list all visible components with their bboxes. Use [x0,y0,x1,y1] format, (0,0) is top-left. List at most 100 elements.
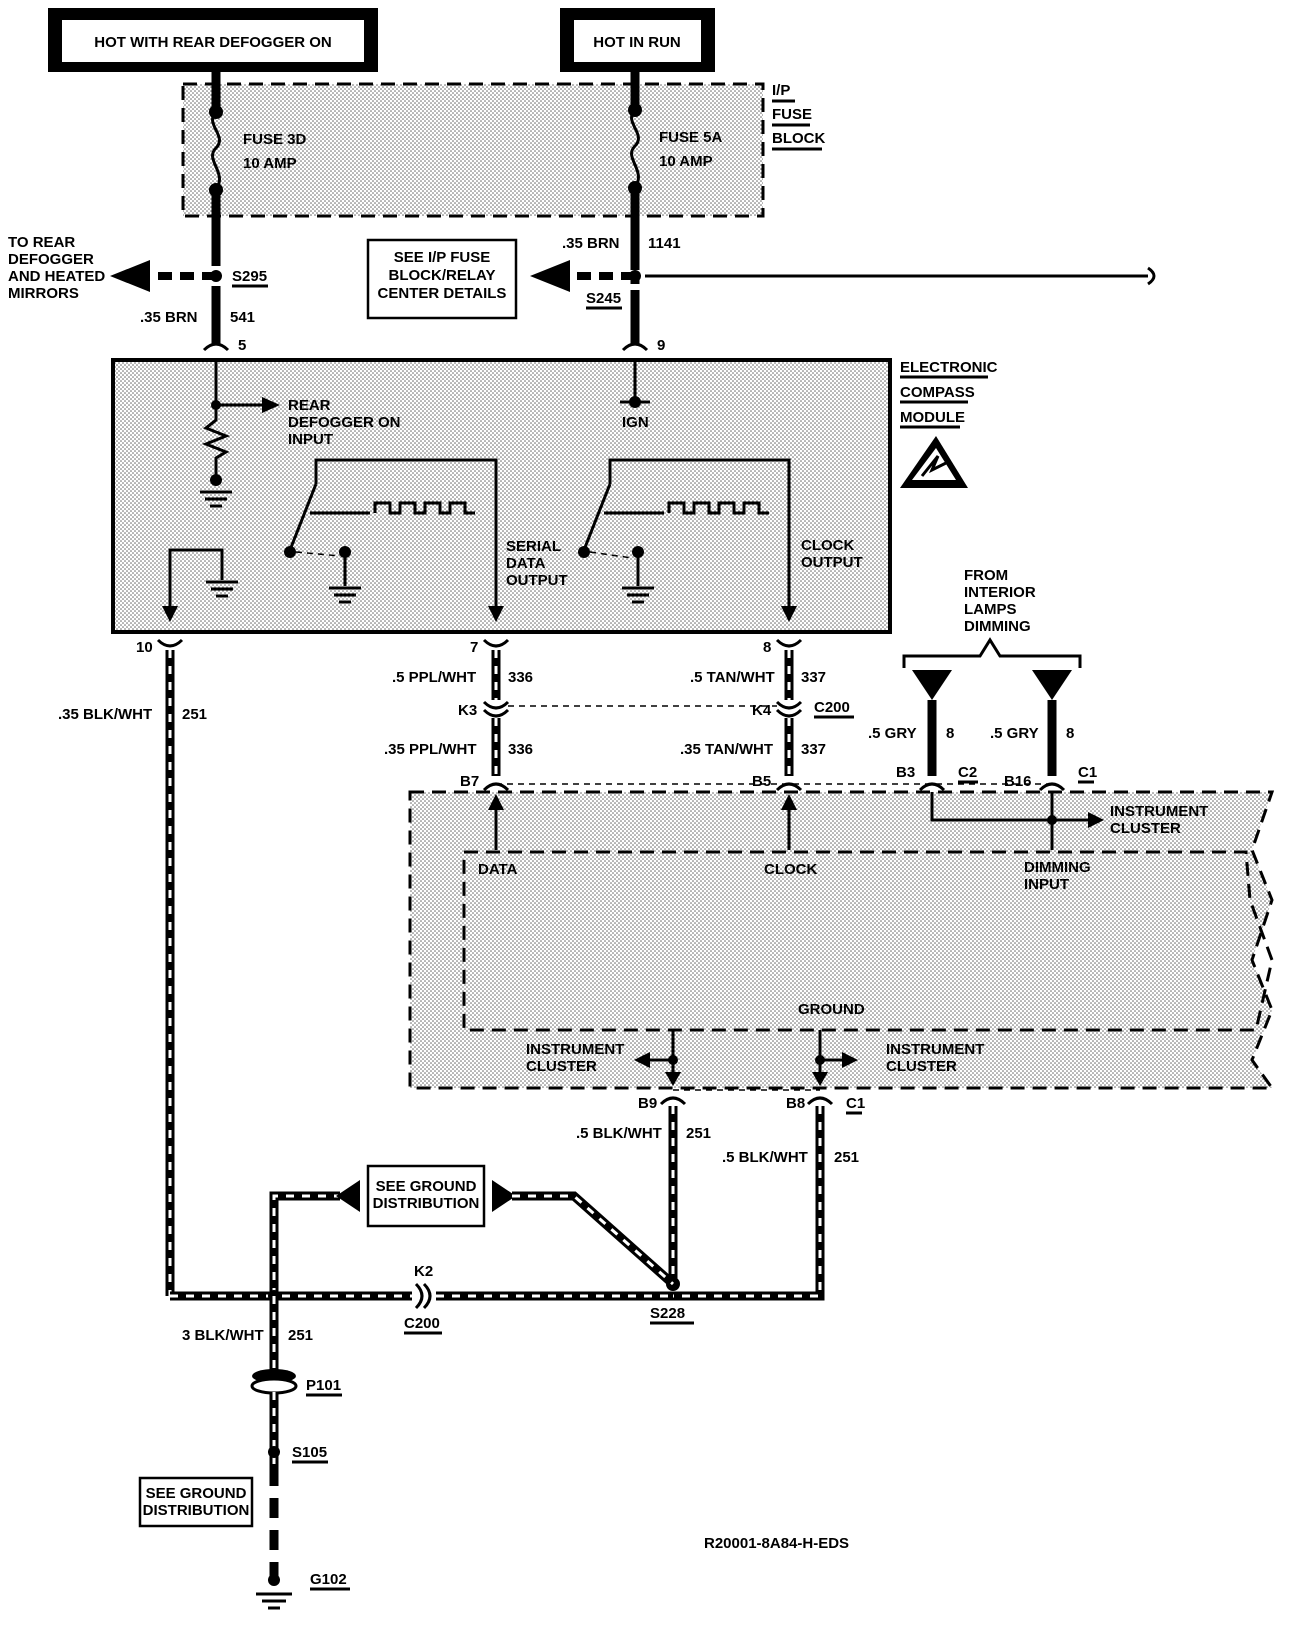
svg-text:8: 8 [946,725,954,742]
fuse-right-rating: 10 AMP [659,153,713,170]
svg-text:MODULE: MODULE [900,409,965,426]
wire-8-gry-1: .5 GRY 8 [868,700,954,776]
pin-7: 7 [470,639,478,656]
svg-text:B3: B3 [896,764,915,781]
svg-text:B9: B9 [638,1095,657,1112]
svg-text:251: 251 [288,1327,313,1344]
dest-rear-defogger: TO REAR DEFOGGER AND HEATED MIRRORS [8,234,105,302]
svg-text:CLUSTER: CLUSTER [526,1058,597,1075]
arrow-left-icon [110,260,150,292]
svg-text:K4: K4 [752,702,772,719]
svg-text:K3: K3 [458,702,477,719]
svg-text:MIRRORS: MIRRORS [8,285,79,302]
svg-text:337: 337 [801,669,826,686]
svg-text:.5 BLK/WHT: .5 BLK/WHT [576,1125,662,1142]
svg-text:CLOCK: CLOCK [801,537,854,554]
svg-text:251: 251 [834,1149,859,1166]
svg-text:REAR: REAR [288,397,331,414]
svg-text:P101: P101 [306,1377,341,1394]
svg-text:GROUND: GROUND [798,1001,865,1018]
pin-10: 10 [136,639,153,656]
wire-251-b9: .5 BLK/WHT 251 [576,1106,711,1284]
svg-text:336: 336 [508,669,533,686]
wire-337-upper: .5 TAN/WHT 337 [690,650,826,700]
wire-336-upper: .5 PPL/WHT 336 [392,650,533,700]
svg-text:SERIAL: SERIAL [506,538,561,555]
wire-251-main-ground: 3 BLK/WHT 251 P101 S105 G102 [182,1290,350,1610]
power-source-defogger: HOT WITH REAR DEFOGGER ON [48,8,378,72]
compass-module: ELECTRONIC COMPASS MODULE REAR DEFOGGER … [111,358,998,634]
see-ground-distribution-bottom: SEE GROUND DISTRIBUTION [138,1476,254,1528]
svg-text:INPUT: INPUT [1024,876,1069,893]
svg-text:SEE GROUND: SEE GROUND [376,1178,477,1195]
svg-text:BLOCK/RELAY: BLOCK/RELAY [389,267,496,284]
svg-text:.35 PPL/WHT: .35 PPL/WHT [384,741,477,758]
wire-541-circuit: 541 [230,309,255,326]
power-defogger-label: HOT WITH REAR DEFOGGER ON [94,34,332,51]
svg-text:C1: C1 [1078,764,1097,781]
svg-text:CLOCK: CLOCK [764,861,817,878]
instrument-cluster: B7 B5 B3 C2 B16 C1 DATA CLOCK INSTRUMENT… [408,764,1275,1115]
drawing-number: R20001-8A84-H-EDS [704,1535,849,1552]
svg-text:C200: C200 [404,1315,440,1332]
svg-text:251: 251 [686,1125,711,1142]
svg-text:C2: C2 [958,764,977,781]
svg-text:CENTER DETAILS: CENTER DETAILS [378,285,507,302]
svg-text:3 BLK/WHT: 3 BLK/WHT [182,1327,264,1344]
wire-541: S295 .35 BRN 541 5 [110,190,268,354]
svg-text:B16: B16 [1004,773,1032,790]
svg-text:CLUSTER: CLUSTER [1110,820,1181,837]
svg-text:.35 TAN/WHT: .35 TAN/WHT [680,741,773,758]
fuse-block-label-3: BLOCK [772,130,825,147]
svg-text:FROM: FROM [964,567,1008,584]
svg-text:TO REAR: TO REAR [8,234,75,251]
fuse-block-label-1: I/P [772,82,790,99]
pin-8: 8 [763,639,771,656]
esd-warning-icon [900,436,968,488]
wire-251-module-ground: .35 BLK/WHT 251 [58,650,207,1296]
svg-text:.35 BLK/WHT: .35 BLK/WHT [58,706,152,723]
svg-text:SEE I/P FUSE: SEE I/P FUSE [394,249,490,266]
wire-1141-color: .35 BRN [562,235,620,252]
power-source-run: HOT IN RUN [560,8,715,72]
svg-text:AND HEATED: AND HEATED [8,268,105,285]
module-pins: 10 7 8 [136,638,803,656]
svg-text:.5 BLK/WHT: .5 BLK/WHT [722,1149,808,1166]
svg-text:.5 GRY: .5 GRY [990,725,1039,742]
splice-s245: S245 [586,290,621,307]
fuse-block: I/P FUSE BLOCK FUSE 3D 10 AMP FUSE 5A 10… [181,82,825,218]
svg-text:C1: C1 [846,1095,865,1112]
wire-251-b8: .5 BLK/WHT 251 [673,1106,859,1301]
svg-text:.5 PPL/WHT: .5 PPL/WHT [392,669,476,686]
svg-text:DATA: DATA [506,555,546,572]
connector-c200-top: K3 K4 C200 [458,699,854,719]
arrow-left-icon [530,260,570,292]
svg-text:INSTRUMENT: INSTRUMENT [1110,803,1208,820]
fuse-left-name: FUSE 3D [243,131,307,148]
svg-text:C200: C200 [814,699,850,716]
wire-1141: .35 BRN 1141 S245 9 [530,188,1156,354]
see-fuse-block-details: SEE I/P FUSE BLOCK/RELAY CENTER DETAILS [366,238,518,320]
wire-251-bus: K2 C200 S228 [170,1263,694,1335]
svg-text:8: 8 [1066,725,1074,742]
pin-5: 5 [238,337,246,354]
wire-541-color: .35 BRN [140,309,198,326]
svg-text:DIMMING: DIMMING [1024,859,1091,876]
wire-1141-circuit: 1141 [648,235,681,252]
svg-text:DISTRIBUTION: DISTRIBUTION [143,1502,250,1519]
power-run-label: HOT IN RUN [593,34,681,51]
svg-text:.5 TAN/WHT: .5 TAN/WHT [690,669,775,686]
splice-s105-dot [268,1446,280,1458]
svg-text:INPUT: INPUT [288,431,333,448]
svg-text:K2: K2 [414,1263,433,1280]
wire-336-lower: .35 PPL/WHT 336 [384,718,533,776]
svg-text:SEE GROUND: SEE GROUND [146,1485,247,1502]
svg-text:OUTPUT: OUTPUT [801,554,863,571]
svg-text:336: 336 [508,741,533,758]
svg-text:DIMMING: DIMMING [964,618,1031,635]
svg-text:DATA: DATA [478,861,518,878]
svg-text:DEFOGGER: DEFOGGER [8,251,94,268]
ground-g102: G102 [310,1571,347,1588]
wire-8-gry-2: .5 GRY 8 [990,700,1074,776]
wire-ground-distribution-loop [269,1180,676,1296]
